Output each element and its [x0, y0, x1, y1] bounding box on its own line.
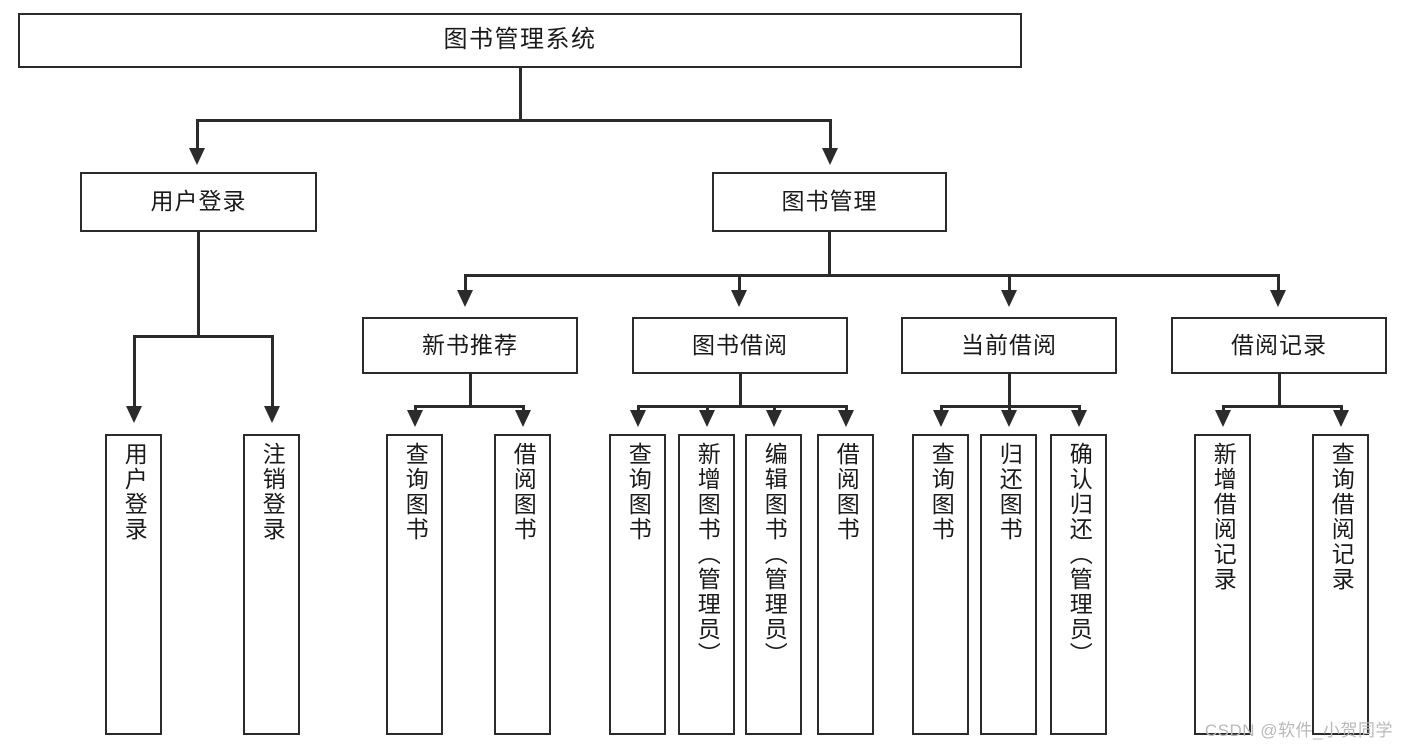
connector-root-bar [196, 119, 832, 122]
node-book-management[interactable]: 图书管理 [712, 172, 947, 232]
node-label: 借阅记录 [1231, 331, 1327, 358]
node-label: 注销登录 [259, 442, 286, 542]
node-label: 新增图书（管理员） [694, 442, 721, 667]
arrowhead-borrow-book [731, 290, 747, 307]
connector-book-borrow-branch-3 [773, 405, 776, 411]
leaf-edit-book-admin[interactable]: 编辑图书（管理员） [745, 434, 802, 735]
connector-book-borrow-branch-2 [706, 405, 709, 411]
connector-user-login-stem [197, 232, 200, 336]
connector-user-login-branch-2 [271, 335, 274, 407]
node-label: 归还图书 [996, 442, 1023, 542]
connector-root-to-user-login [196, 119, 199, 149]
leaf-query-book-current[interactable]: 查询图书 [912, 434, 969, 735]
connector-current-borrow-branch-1 [940, 405, 943, 411]
node-borrow-record[interactable]: 借阅记录 [1171, 317, 1387, 374]
connector-to-new-book [464, 274, 467, 291]
arrowhead-leaf-query-book-1 [407, 410, 423, 427]
connector-root-to-book-mgmt [829, 119, 832, 149]
arrowhead-borrow-record [1270, 290, 1286, 307]
leaf-query-borrow-record[interactable]: 查询借阅记录 [1312, 434, 1369, 735]
leaf-return-book[interactable]: 归还图书 [980, 434, 1037, 735]
leaf-borrow-book[interactable]: 借阅图书 [817, 434, 874, 735]
arrowhead-user-login [189, 148, 205, 165]
node-label: 确认归还（管理员） [1066, 442, 1093, 667]
leaf-user-login[interactable]: 用户登录 [105, 434, 162, 735]
connector-borrow-record-branch-1 [1222, 405, 1225, 411]
connector-user-login-bar [133, 335, 273, 338]
node-label: 编辑图书（管理员） [761, 442, 788, 667]
leaf-confirm-return-admin[interactable]: 确认归还（管理员） [1050, 434, 1107, 735]
node-label: 用户登录 [121, 442, 148, 542]
arrowhead-leaf-query-book-2 [630, 410, 646, 427]
connector-book-mgmt-bar [464, 274, 1278, 277]
node-new-book-recommend[interactable]: 新书推荐 [362, 317, 578, 374]
connector-new-book-bar [414, 405, 524, 408]
arrowhead-current-borrow [1001, 290, 1017, 307]
arrowhead-leaf-logout [264, 406, 280, 423]
connector-to-borrow-book [738, 274, 741, 291]
node-label: 查询图书 [402, 442, 429, 542]
node-user-login[interactable]: 用户登录 [80, 172, 317, 232]
leaf-add-borrow-record[interactable]: 新增借阅记录 [1194, 434, 1251, 735]
leaf-add-book-admin[interactable]: 新增图书（管理员） [678, 434, 735, 735]
connector-book-borrow-branch-4 [845, 405, 848, 411]
node-label: 图书管理 [781, 188, 878, 215]
node-current-borrow[interactable]: 当前借阅 [901, 317, 1117, 374]
arrowhead-leaf-query-book-3 [933, 410, 949, 427]
connector-to-borrow-record [1277, 274, 1280, 291]
connector-book-mgmt-stem [828, 232, 831, 276]
node-book-borrow[interactable]: 图书借阅 [632, 317, 848, 374]
arrowhead-leaf-confirm-return [1071, 410, 1087, 427]
node-label: 查询图书 [928, 442, 955, 542]
connector-borrow-record-stem [1278, 374, 1281, 407]
leaf-borrow-book-new[interactable]: 借阅图书 [494, 434, 551, 735]
arrowhead-leaf-query-record [1333, 410, 1349, 427]
connector-root-stem [519, 68, 522, 120]
connector-current-borrow-branch-3 [1078, 405, 1081, 411]
connector-book-borrow-bar [637, 405, 847, 408]
connector-current-borrow-branch-2 [1008, 405, 1011, 411]
connector-book-borrow-stem [739, 374, 742, 407]
connector-new-book-branch-1 [414, 405, 417, 411]
leaf-query-book-borrow[interactable]: 查询图书 [609, 434, 666, 735]
node-label: 新增借阅记录 [1210, 442, 1237, 592]
connector-book-borrow-branch-1 [637, 405, 640, 411]
node-label: 查询借阅记录 [1328, 442, 1355, 592]
node-label: 图书管理系统 [443, 26, 597, 54]
node-label: 图书借阅 [692, 331, 788, 358]
connector-new-book-branch-2 [522, 405, 525, 411]
arrowhead-leaf-add-record [1215, 410, 1231, 427]
connector-new-book-stem [469, 374, 472, 407]
arrowhead-leaf-edit-book [766, 410, 782, 427]
connector-user-login-branch-1 [133, 335, 136, 407]
leaf-logout[interactable]: 注销登录 [243, 434, 300, 735]
node-label: 当前借阅 [961, 331, 1057, 358]
node-label: 用户登录 [150, 188, 247, 215]
node-label: 借阅图书 [833, 442, 860, 542]
connector-to-current-borrow [1008, 274, 1011, 291]
node-root-system[interactable]: 图书管理系统 [18, 13, 1022, 68]
arrowhead-leaf-borrow-book-2 [838, 410, 854, 427]
node-label: 查询图书 [625, 442, 652, 542]
arrowhead-leaf-add-book [699, 410, 715, 427]
connector-borrow-record-bar [1222, 405, 1342, 408]
arrowhead-book-mgmt [822, 148, 838, 165]
leaf-query-book-new[interactable]: 查询图书 [386, 434, 443, 735]
arrowhead-new-book [457, 290, 473, 307]
arrowhead-leaf-user-login [126, 406, 142, 423]
connector-borrow-record-branch-2 [1340, 405, 1343, 411]
arrowhead-leaf-borrow-book-1 [515, 410, 531, 427]
node-label: 借阅图书 [510, 442, 537, 542]
node-label: 新书推荐 [422, 331, 518, 358]
connector-current-borrow-stem [1008, 374, 1011, 407]
arrowhead-leaf-return-book [1001, 410, 1017, 427]
